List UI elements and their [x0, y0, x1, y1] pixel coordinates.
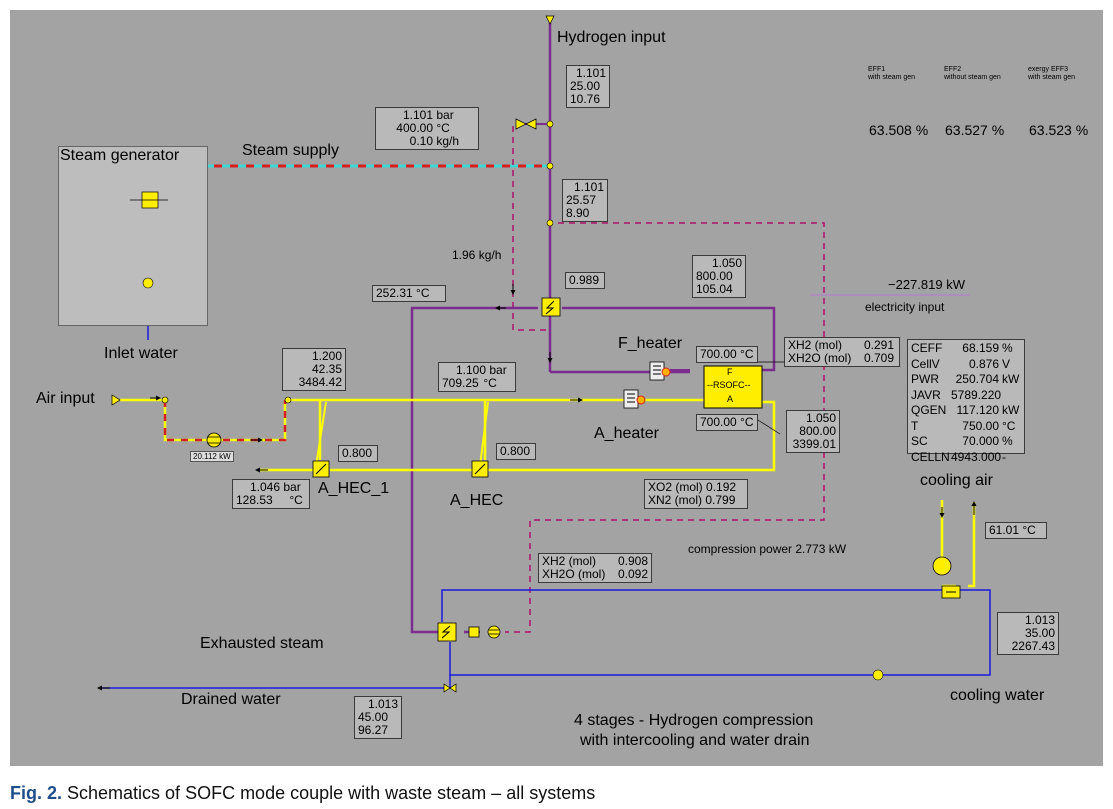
f-heater-icon [649, 361, 671, 381]
fuel-heater-ratio-box: 0.989 [565, 272, 605, 289]
figure-caption-text: Schematics of SOFC mode couple with wast… [62, 783, 596, 803]
separator-icon [468, 626, 480, 638]
exhaust-heat-exchanger-icon [437, 622, 457, 642]
a-hec-label: A_HEC [450, 492, 504, 509]
f-heater-label: F_heater [618, 335, 683, 352]
drain-valve-icon [443, 683, 457, 693]
steam-flow-label: 1.96 kg/h [452, 248, 502, 262]
cooling-air-temperature-box: 61.01 °C [985, 522, 1047, 539]
pump-icon [142, 277, 154, 289]
exhaust-composition-box: XH2 (mol)0.908 XH2O (mol)0.092 [538, 553, 652, 583]
compressor-power-label: 20.112 kW [190, 451, 234, 462]
air-input-label: Air input [36, 390, 95, 407]
cooling-heat-exchanger-icon [941, 585, 961, 599]
a-hec-1-ratio-box: 0.800 [338, 445, 378, 462]
note-line-1: 4 stages - Hydrogen compression [574, 712, 814, 729]
compression-power-label: compression power 2.773 kW [688, 542, 847, 556]
rsofc-air-side: A [727, 394, 734, 404]
note-line-2: with intercooling and water drain [580, 732, 810, 749]
inlet-water-label: Inlet water [104, 345, 178, 362]
hydrogen-inlet-icon [545, 15, 555, 25]
cathode-composition-box: XO2 (mol) 0.192 XN2 (mol) 0.799 [644, 479, 748, 509]
rsofc-fuel-side: F [727, 367, 733, 377]
node-dot [546, 120, 554, 128]
a-hec-icon [471, 460, 489, 478]
eff2-value: 63.527 % [945, 122, 1005, 138]
eff1-value: 63.508 % [869, 122, 929, 138]
air-inlet-temperature-box: 700.00 °C [696, 414, 758, 431]
schematic-canvas: Hydrogen input Steam generator Steam sup… [10, 10, 1103, 766]
cooling-air-label: cooling air [920, 472, 993, 489]
pump-icon [872, 669, 884, 681]
figure-caption: Fig. 2. Schematics of SOFC mode couple w… [10, 783, 595, 804]
figure-number: Fig. 2. [10, 783, 63, 803]
node-dot [546, 219, 554, 227]
air-compressor-icon [206, 432, 222, 448]
drained-water-label: Drained water [181, 691, 281, 708]
fuel-heat-exchanger-icon [541, 297, 561, 317]
node-dot [546, 162, 554, 170]
a-hec-ratio-box: 0.800 [496, 443, 536, 460]
node-dot [284, 396, 292, 404]
eff3-value: 63.523 % [1029, 122, 1089, 138]
steam-supply-label: Steam supply [242, 142, 339, 159]
cooling-water-label: cooling water [950, 687, 1045, 704]
exhausted-steam-label: Exhausted steam [200, 635, 324, 652]
hydrogen-input-label: Hydrogen input [557, 29, 666, 46]
h2-compressor-icon [487, 625, 501, 639]
a-heater-icon [623, 389, 646, 409]
air-exhaust-box: 1.046 bar 128.53 °C [232, 479, 310, 509]
components [111, 15, 961, 693]
h2-valve-icon [515, 118, 537, 130]
exhaust-temperature-box: 252.31 °C [372, 285, 446, 302]
air-preheated-box: 1.100 bar 709.25 °C [438, 362, 516, 392]
rsofc-label: --RSOFC-- [707, 380, 751, 390]
air-inlet-icon [111, 394, 121, 406]
a-hec-1-icon [312, 460, 330, 478]
rsofc-block [703, 365, 763, 409]
a-hec-1-label: A_HEC_1 [318, 480, 390, 497]
anode-composition-box: XH2 (mol)0.291 XH2O (mol)0.709 [784, 337, 900, 367]
node-dot [161, 396, 169, 404]
fuel-inlet-temperature-box: 700.00 °C [696, 346, 758, 363]
steam-supply-box: 1.101 bar 400.00 °C 0.10 kg/h [375, 107, 479, 150]
a-heater-label: A_heater [594, 425, 659, 442]
electricity-value: −227.819 kW [888, 277, 965, 292]
cooling-fan-icon [932, 556, 952, 576]
steam-generator-block[interactable] [58, 146, 208, 326]
electricity-input-label: electricity input [865, 300, 945, 314]
steam-generator-label: Steam generator [60, 147, 180, 164]
